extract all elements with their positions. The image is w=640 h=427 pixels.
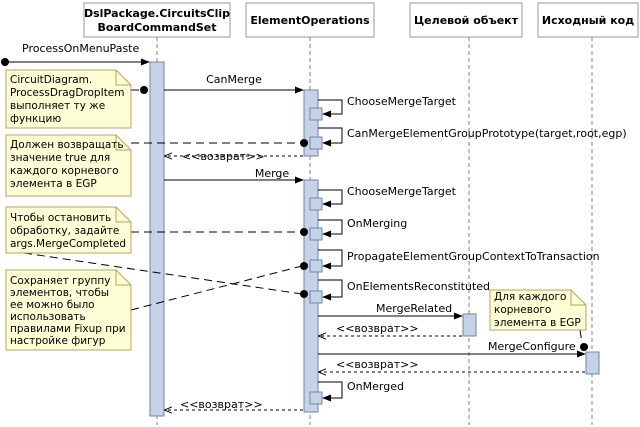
note-4-line-4: использовать	[10, 311, 86, 323]
message-return-1: <<возврат>>	[165, 150, 303, 163]
label-propagate-context: PropagateElementGroupContextToTransactio…	[347, 250, 600, 263]
message-merge: Merge	[164, 167, 304, 184]
message-return-3: <<возврат>>	[319, 358, 585, 372]
lifeline-target-title: Целевой объект	[414, 14, 519, 27]
message-return-4: <<возврат>>	[165, 398, 303, 411]
message-return-2: <<возврат>>	[319, 322, 462, 336]
note-anchor-4	[130, 265, 303, 311]
note-3-line-1: Чтобы остановить	[10, 212, 111, 224]
note-anchor-4-dot	[300, 262, 308, 270]
note-3-line-3: args.MergeCompleted	[10, 238, 126, 250]
note-3-line-2: обработку, задайте	[10, 225, 119, 237]
activation-dsl	[149, 61, 165, 417]
note-2-line-2: значение true для	[10, 152, 110, 164]
label-return-1: <<возврат>>	[182, 150, 265, 163]
label-on-elements-reconstituted: OnElementsReconstituted	[347, 280, 490, 293]
lifeline-header-dsl: DslPackage.CircuitsClip BoardCommandSet	[83, 2, 231, 38]
activation-eo-propagate	[309, 259, 323, 273]
activation-eo-canmerge-egp	[309, 136, 323, 150]
message-merge-configure: MergeConfigure	[318, 340, 586, 358]
note-4-line-3: ее можно было	[10, 299, 95, 311]
note-anchor-1-dot	[140, 86, 148, 94]
label-process-on-menu-paste: ProcessOnMenuPaste	[22, 42, 139, 55]
message-choose-merge-target-1: ChooseMergeTarget	[318, 95, 457, 118]
message-choose-merge-target-2: ChooseMergeTarget	[318, 185, 457, 208]
activation-eo-onmerged	[309, 391, 323, 405]
note-stop-processing: Чтобы остановить обработку, задайте args…	[5, 206, 132, 254]
note-2-line-4: элемента в EGP	[10, 178, 97, 190]
lifeline-eo-title: ElementOperations	[250, 14, 370, 27]
note-1-line-2: ProcessDragDropItem	[10, 87, 125, 99]
activation-eo-choose-1	[309, 107, 323, 121]
note-5-line-1: Для каждого	[494, 291, 566, 303]
activation-eo-choose-2	[309, 197, 323, 211]
note-5-line-2: корневого	[494, 304, 551, 316]
message-can-merge-egp: CanMergeElementGroupPrototype(target,roo…	[318, 127, 627, 147]
label-choose-merge-target-2: ChooseMergeTarget	[347, 185, 457, 198]
label-can-merge: CanMerge	[206, 73, 262, 86]
note-4-line-1: Сохраняет группу	[10, 275, 111, 287]
note-anchor-3-dot	[300, 228, 308, 236]
label-return-3: <<возврат>>	[336, 358, 419, 371]
note-must-return-true: Должен возвращать значение true для кажд…	[5, 134, 132, 197]
lifeline-header-element-operations: ElementOperations	[245, 2, 375, 38]
activation-source	[585, 351, 600, 375]
label-can-merge-egp: CanMergeElementGroupPrototype(target,roo…	[347, 127, 627, 140]
label-merge: Merge	[255, 167, 290, 180]
label-choose-merge-target-1: ChooseMergeTarget	[347, 95, 457, 108]
note-1-line-3: выполняет ту же	[10, 100, 105, 112]
message-propagate-context: PropagateElementGroupContextToTransactio…	[318, 249, 600, 270]
note-saves-element-group: Сохраняет группу элементов, чтобы ее мож…	[5, 269, 132, 351]
note-anchor-2-dot	[300, 139, 308, 147]
note-5-line-3: элемента в EGP	[494, 317, 581, 329]
label-on-merged: OnMerged	[347, 380, 404, 393]
note-2-line-3: каждого корневого	[10, 165, 119, 177]
label-return-4: <<возврат>>	[180, 398, 263, 411]
lifeline-dsl-title-2: BoardCommandSet	[98, 21, 217, 34]
note-anchor-3b	[23, 252, 303, 295]
message-on-merged: OnMerged	[318, 380, 404, 402]
activation-eo-reconstituted	[309, 290, 323, 304]
note-1-line-1: CircuitDiagram.	[10, 74, 92, 86]
lifeline-header-target: Целевой объект	[409, 2, 523, 38]
label-return-2: <<возврат>>	[336, 322, 419, 335]
note-2-line-1: Должен возвращать	[10, 139, 124, 151]
lifeline-source-title: Исходный код	[542, 14, 634, 27]
activation-eo-onmerging	[309, 227, 323, 241]
note-anchor-3b-dot	[300, 290, 308, 298]
label-on-merging: OnMerging	[347, 217, 407, 230]
note-each-root-element: Для каждого корневого элемента в EGP	[489, 289, 587, 331]
note-4-line-2: элементов, чтобы	[10, 287, 109, 299]
activation-target	[462, 313, 477, 337]
lifeline-dsl-title-1: DslPackage.CircuitsClip	[84, 7, 230, 20]
message-on-elements-reconstituted: OnElementsReconstituted	[318, 279, 490, 301]
note-4-line-6: настройке фигур	[10, 335, 106, 347]
label-merge-related: MergeRelated	[376, 302, 452, 315]
note-anchor-5-dot	[580, 343, 588, 351]
note-1-line-4: функцию	[10, 113, 61, 125]
note-process-drag-drop: CircuitDiagram. ProcessDragDropItem выпо…	[5, 69, 132, 129]
note-anchor-5	[579, 329, 583, 344]
message-process-on-menu-paste: ProcessOnMenuPaste	[1, 42, 150, 66]
message-can-merge: CanMerge	[164, 73, 304, 94]
lifeline-header-source: Исходный код	[537, 2, 639, 38]
label-merge-configure: MergeConfigure	[488, 340, 576, 353]
message-merge-related: MergeRelated	[318, 302, 463, 320]
note-4-line-5: правилами Fixup при	[10, 323, 126, 335]
message-on-merging: OnMerging	[318, 217, 407, 238]
